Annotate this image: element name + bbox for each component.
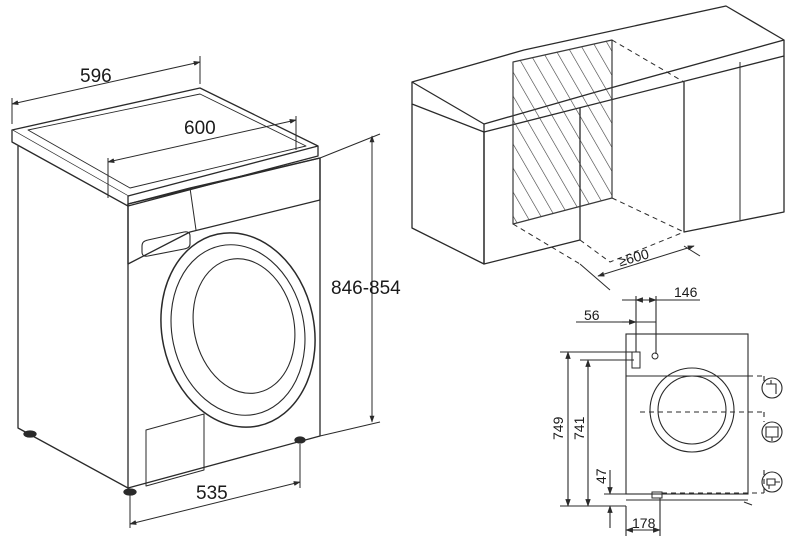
power-plug-icon — [761, 471, 783, 493]
washer-drawing — [11, 87, 321, 496]
niche-hatched — [512, 39, 613, 225]
door-outer — [160, 232, 316, 428]
washer-front — [127, 157, 321, 489]
washer-dimension-lines — [11, 56, 381, 528]
connection-diagram — [560, 296, 765, 536]
washer-front-outline — [625, 333, 749, 495]
drain-icon — [761, 421, 783, 443]
dim-height-47: 47 — [593, 468, 609, 484]
service-flap — [145, 413, 205, 487]
door-porthole — [649, 367, 735, 453]
niche-drawing — [411, 5, 785, 291]
door-ring — [170, 244, 306, 416]
dim-base-depth: 535 — [196, 483, 228, 504]
dim-offset-178: 178 — [632, 515, 656, 531]
detergent-drawer — [141, 231, 191, 257]
cabinet-right — [683, 56, 785, 233]
niche-width-line — [597, 245, 695, 277]
dim-height-749: 749 — [550, 416, 566, 440]
door-glass — [192, 258, 296, 394]
dim-offset-146: 146 — [674, 284, 698, 300]
dim-height-741: 741 — [571, 416, 587, 440]
dim-top-width: 596 — [80, 66, 112, 87]
dim-top-depth: 600 — [184, 118, 216, 139]
water-inlet-icon — [761, 377, 783, 399]
dim-height: 846-854 — [331, 278, 401, 299]
dim-niche-width: ≥600 — [616, 245, 650, 269]
washer-side — [17, 146, 129, 489]
dim-offset-56: 56 — [584, 307, 600, 323]
